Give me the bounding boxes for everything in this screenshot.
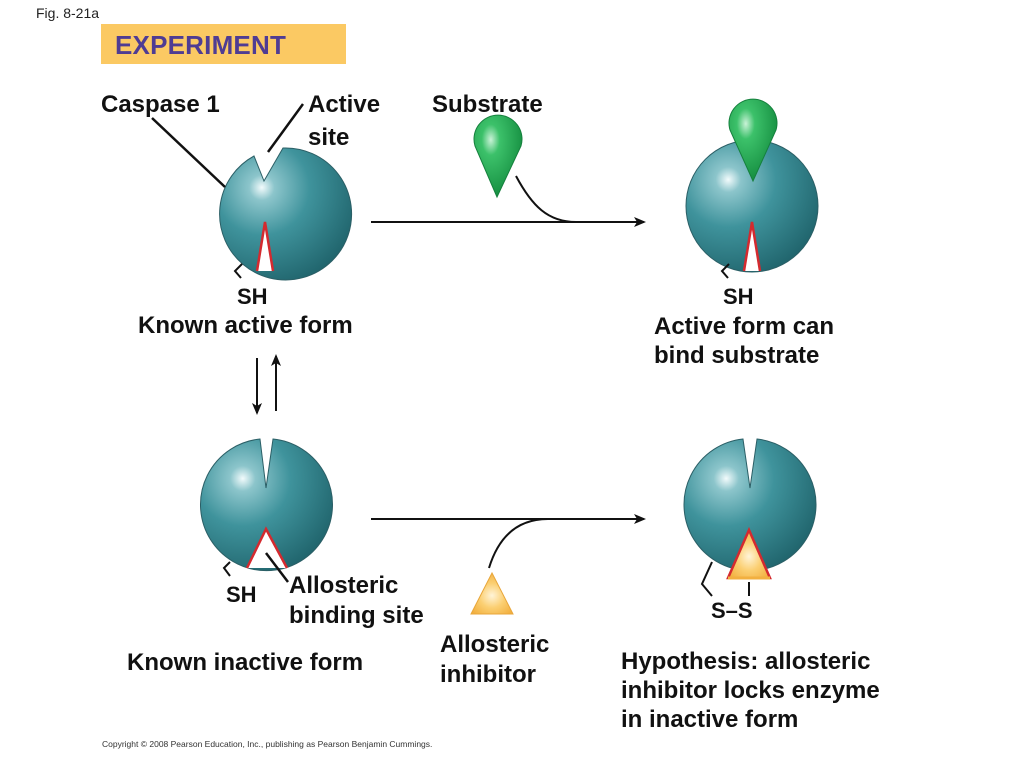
inhibitor-label-line2: inhibitor xyxy=(440,661,536,688)
enzyme-active-form xyxy=(219,147,353,281)
enzyme-with-substrate xyxy=(685,98,819,273)
experiment-banner: EXPERIMENT xyxy=(101,24,346,64)
sh-bond-line xyxy=(720,263,730,279)
disulfide-label: S–S xyxy=(711,598,753,623)
hypothesis-caption-line3: in inactive form xyxy=(621,706,799,733)
active-bind-caption-line1: Active form can xyxy=(654,313,835,340)
allosteric-site-label-line2: binding site xyxy=(289,602,424,629)
allosteric-site-label-line1: Allosteric xyxy=(289,572,399,599)
disulfide-bond-line xyxy=(700,561,713,597)
active-bind-caption-line2: bind substrate xyxy=(654,342,820,369)
caspase-label: Caspase 1 xyxy=(101,91,220,118)
figure-label: Fig. 8-21a xyxy=(36,5,100,21)
sh-bond-line xyxy=(233,263,243,279)
sh-label-inactive: SH xyxy=(226,582,257,607)
hypothesis-caption-line1: Hypothesis: allosteric xyxy=(621,648,871,675)
substrate-label: Substrate xyxy=(432,91,543,118)
hypothesis-caption-line2: inhibitor locks enzyme xyxy=(621,677,880,704)
enzyme-inactive-form xyxy=(200,438,333,572)
copyright-notice: Copyright © 2008 Pearson Education, Inc.… xyxy=(102,739,433,749)
substrate-curve xyxy=(515,175,577,223)
inhibitor-label-line1: Allosteric xyxy=(440,631,550,658)
caspase-pointer-line xyxy=(151,117,226,188)
sh-label-active: SH xyxy=(237,284,268,309)
sh-bond-line xyxy=(222,561,231,577)
inhibitor-curve xyxy=(488,518,549,569)
substrate-shape xyxy=(473,114,523,199)
enzyme-with-inhibitor xyxy=(683,438,817,580)
known-active-caption: Known active form xyxy=(138,312,353,339)
active-site-label-line1: Active xyxy=(308,91,381,118)
known-inactive-caption: Known inactive form xyxy=(127,649,364,676)
active-site-label-line2: site xyxy=(308,124,350,151)
allosteric-site-pointer-line xyxy=(265,552,289,583)
banner-title: EXPERIMENT xyxy=(115,30,287,60)
inhibitor-shape xyxy=(470,571,514,615)
active-site-pointer-line xyxy=(266,103,305,153)
sh-label-bound: SH xyxy=(723,284,754,309)
